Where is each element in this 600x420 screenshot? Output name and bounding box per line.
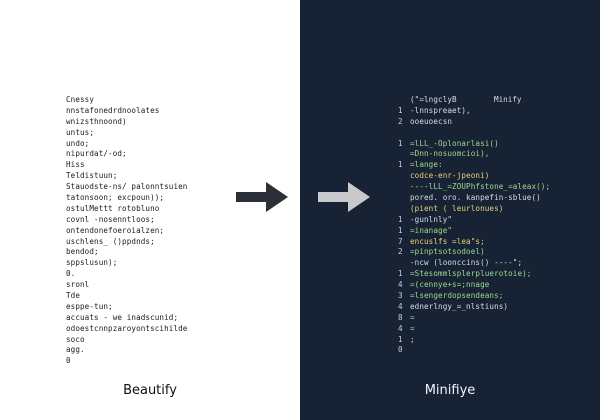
minify-line: 1 =inanage" [398,226,550,237]
minify-line: pored. oro. kanpefin-sblue() [398,193,550,204]
beautify-line: Cnessy [66,95,95,104]
beautify-line: agg. [66,345,85,355]
beautify-line: 0 [66,356,71,366]
beautify-line: ontendonefoeroialzen; [66,225,165,235]
beautify-line: accuats - we inadscunid; [66,312,179,322]
beautify-line: bendod; [66,247,99,257]
minify-line-text: ooeuoecsn [410,116,453,126]
minify-line: (pient ( leurlonues) [398,204,550,215]
minify-line-text: -lnnspreaet), [410,105,471,115]
line-number: 1 [398,105,403,115]
line-number: 1 [398,269,403,279]
line-number: 7 [398,236,403,246]
minify-line: codce-enr-jpeoni) [398,171,550,182]
line-number: 8 [398,312,403,322]
beautify-line: soco [66,334,85,344]
minify-line-text: pored. oro. kanpefin-sblue() [410,193,541,203]
beautify-line: sronl [66,280,90,290]
minify-line-text: =inanage" [410,225,453,235]
beautify-line: untus; [66,127,95,137]
beautify-line: Stauodste-ns/ palonntsuien [66,182,188,192]
minify-line: 1 =lange: [398,160,550,171]
minify-line: 4 ednerlngy_=_nlstiuns) [398,302,550,313]
minify-line-text: =Stesommlsplerpluerotoie); [410,269,532,279]
minify-line: 1; [398,335,550,346]
minify-line-text: = [410,323,415,333]
line-number: 0 [398,345,403,355]
line-number: 4 [398,280,403,290]
beautify-line: 0. [66,269,76,279]
line-number: 1 [398,160,403,170]
minify-line: 7 encuslfs =lea"s; [398,237,550,248]
minify-line: 0 [398,345,550,356]
beautify-line: Hiss [66,160,85,170]
beautify-line: ostulMettt rotobluno [66,203,160,213]
minify-line: 2 =pinptsotsodoel) [398,247,550,258]
beautify-line: tatonsoon; excpoun)); [66,193,165,203]
line-number: 4 [398,301,403,311]
minify-line-text: =pinptsotsodoel) [410,247,485,257]
minify-line-text: =lLL_-Oplonarlasi() [410,138,499,148]
line-number: 2 [398,116,403,126]
minify-line-text: -gunlnly" [410,214,453,224]
beautify-caption: Beautify [123,383,177,398]
minify-line: ("=lngclyB [398,95,550,106]
minify-line [398,128,550,139]
minify-line: 4 =(cennye+s=;nnage [398,280,550,291]
minify-line-text: =lsengerdopsendeans; [410,291,504,301]
minify-line: 1 -gunlnly" [398,215,550,226]
minify-code-block: ("=lngclyB 1 -lnnspreaet), 2 ooeuoecsn 1 =lLL_… [398,95,550,356]
right-arrow-icon [318,180,370,218]
line-number: 1 [398,225,403,235]
minify-line-text: encuslfs =lea"s; [410,236,485,246]
line-number: 4 [398,323,403,333]
beautify-line: esppe-tun; [66,301,113,311]
minify-line: ----lLL_=ZOUPhfstone_=aleax(); [398,182,550,193]
minify-line-text: -ncw (loonccins() ----"; [410,258,523,268]
beautify-line: covnl -nosenntloos; [66,214,155,224]
minify-line-text: =Dnn-nosuomcioi), [410,149,490,159]
minify-line-text: ; [410,334,415,344]
right-arrow-icon [236,180,288,218]
minify-line-text: =(cennye+s=;nnage [410,280,490,290]
minify-line: -ncw (loonccins() ----"; [398,258,550,269]
minify-line: 8= [398,313,550,324]
beautify-line: wnizsthnoond) [66,116,127,126]
minify-line: =Dnn-nosuomcioi), [398,149,550,160]
minify-line: 2 ooeuoecsn [398,117,550,128]
beautify-line: uschlens_ ()ppdnds; [66,236,155,246]
line-number: 2 [398,247,403,257]
beautify-line: Teldistuun; [66,171,118,181]
beautify-line: Tde [66,291,81,301]
minify-line-text: ednerlngy_=_nlstiuns) [410,301,509,311]
minify-line: 1 =Stesommlsplerpluerotoie); [398,269,550,280]
beautify-line: sppslusun); [66,258,118,268]
minify-line-text: =lange: [410,160,443,170]
line-number: 1 [398,138,403,148]
line-number: 3 [398,291,403,301]
beautify-line: nipurdat/-od; [66,149,127,159]
minify-line: 1 =lLL_-Oplonarlasi() [398,139,550,150]
beautify-line: odoestcnnpzaroyontscihilde [66,323,188,333]
minify-line: 1 -lnnspreaet), [398,106,550,117]
minify-title: Minify [494,95,522,104]
beautify-line: undo; [66,138,90,148]
minify-caption: Minifiye [424,383,476,398]
beautify-line: nnstafonedrdnoolates [66,105,160,115]
minify-line-text: ----lLL_=ZOUPhfstone_=aleax(); [410,182,551,192]
minify-line: 3 =lsengerdopsendeans; [398,291,550,302]
minify-line-text: ("=lngclyB [410,95,457,104]
minify-line-text: (pient ( leurlonues) [410,203,504,213]
minify-line-text: = [410,312,415,322]
line-number: 1 [398,334,403,344]
minify-line: 4= [398,324,550,335]
line-number: 1 [398,214,403,224]
minify-line-text: codce-enr-jpeoni) [410,171,490,181]
